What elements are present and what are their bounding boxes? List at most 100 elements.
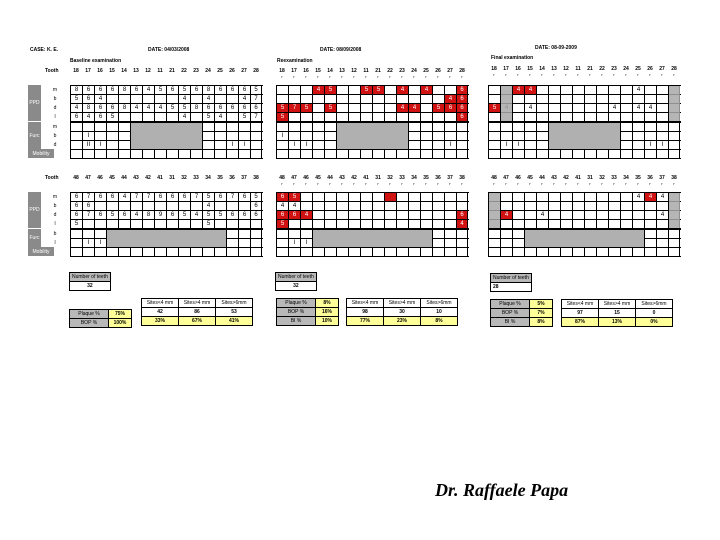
baseline-lower-mobility-cell	[82, 248, 94, 257]
bop-label: BOP %	[276, 307, 316, 317]
reexam-upper-ppd-cell	[420, 104, 432, 113]
reexam-upper-tooth-marker: ⌜	[280, 76, 284, 82]
final-upper-ppd-cell	[572, 95, 584, 104]
reexam-upper-ppd-cell: 4	[408, 104, 420, 113]
final-lower-ppd-cell	[632, 220, 644, 229]
baseline-upper-ppd-cell	[130, 95, 142, 104]
reexam-upper-ppd-cell	[384, 95, 396, 104]
reexam-upper-furc-cell: I	[444, 141, 456, 150]
baseline-upper-ppd-cell: 8	[118, 86, 130, 95]
baseline-lower-ppd-cell: 6	[214, 193, 226, 202]
final-lower-mobility-cell	[548, 248, 560, 257]
final-lower-ppd-cell	[548, 211, 560, 220]
final-lower-tooth-marker: ⌜	[648, 183, 652, 189]
reexam-title: Reexamination	[277, 58, 313, 64]
final-upper-ppd-cell	[536, 113, 548, 122]
reexam-upper-ppd-cell	[444, 113, 456, 122]
baseline-upper-ppd-cell: 4	[94, 95, 106, 104]
baseline-lower-ppd-cell	[178, 202, 190, 211]
final-upper-ppd-cell	[620, 113, 632, 122]
baseline-lower-tooth-number: 38	[253, 175, 259, 181]
baseline-lower-ppd-cell: 6	[250, 202, 262, 211]
reexam-lower-ppd-cell	[396, 202, 408, 211]
baseline-upper-mobility-cell	[118, 150, 130, 159]
final-lower-ppd-cell	[524, 220, 536, 229]
final-upper-furc-cell	[668, 141, 680, 150]
reexam-upper-ppd-cell	[300, 95, 312, 104]
final-upper-ppd-cell	[584, 104, 596, 113]
reexam-upper-mobility-cell	[396, 150, 408, 159]
reexam-upper-furc-cell	[276, 123, 288, 132]
reexam-lower-tooth-number: 45	[315, 175, 321, 181]
final-upper-furc-cell	[488, 132, 500, 141]
baseline-lower-mobility-cell	[214, 248, 226, 257]
baseline-lower-ppd-cell: 6	[250, 211, 262, 220]
final-upper-ppd-cell	[512, 104, 524, 113]
reexam-upper-ppd-cell	[372, 104, 384, 113]
baseline-lower-mobility-cell	[202, 248, 214, 257]
final-lower-tooth-number: 46	[515, 175, 521, 181]
final-lower-tooth-marker: ⌜	[564, 183, 568, 189]
final-lower-mobility-cell	[572, 248, 584, 257]
baseline-upper-furc-cell	[226, 123, 238, 132]
final-lower-furc-shade	[524, 229, 645, 248]
baseline-lower-ppd-cell: 5	[178, 211, 190, 220]
baseline-lower-tooth-number: 47	[85, 175, 91, 181]
final-upper-mobility-cell	[620, 150, 632, 159]
final-upper-furc-cell	[512, 123, 524, 132]
reexam-lower-tooth-number: 32	[387, 175, 393, 181]
baseline-lower-tooth-number: 31	[169, 175, 175, 181]
baseline-upper-furc-cell	[118, 132, 130, 141]
reexam-lower-furc-cell	[300, 230, 312, 239]
final-upper-furc-cell: I	[644, 141, 656, 150]
final-upper-furc-cell	[524, 132, 536, 141]
baseline-upper-ppd-cell	[142, 113, 154, 122]
final-lower-ppd-row-l	[488, 219, 681, 229]
final-lower-furc-cell	[488, 239, 500, 248]
reexam-upper-ppd-cell: 5	[300, 104, 312, 113]
bi-label: BI %	[276, 316, 316, 326]
reexam-lower-ppd-cell	[324, 202, 336, 211]
baseline-lower-mobility-cell	[190, 248, 202, 257]
baseline-lower-tooth-number: 37	[241, 175, 247, 181]
baseline-lower-ppd-cell: 4	[190, 211, 202, 220]
final-lower-tooth-number: 47	[503, 175, 509, 181]
reexam-upper-ppd-cell	[276, 95, 288, 104]
reexam-upper-furc-cell: I	[276, 132, 288, 141]
final-date: DATE: 08-09-2009	[535, 45, 577, 51]
final-upper-tooth-number: 11	[575, 66, 581, 72]
final-lower-mobility-cell	[560, 248, 572, 257]
reexam-lower-ppd-cell	[312, 211, 324, 220]
sites-header: Sites>4 mm	[178, 298, 216, 308]
reexam-lower-tooth-number: 36	[435, 175, 441, 181]
reexam-upper-ppd-cell	[372, 95, 384, 104]
sites-percent: 41%	[215, 316, 253, 326]
baseline-lower-furc-cell: I	[94, 239, 106, 248]
final-upper-furc-cell	[644, 132, 656, 141]
reexam-upper-ppd-cell	[396, 113, 408, 122]
reexam-lower-ppd-cell: 6	[456, 211, 468, 220]
reexam-upper-furc-cell	[300, 123, 312, 132]
final-title: Final examination	[491, 55, 534, 61]
reexam-lower-ppd-cell	[336, 202, 348, 211]
baseline-lower-ppd-cell	[118, 202, 130, 211]
reexam-upper-ppd-cell	[348, 113, 360, 122]
baseline-lower-ppd-cell: 4	[118, 193, 130, 202]
final-lower-mobility-cell	[620, 248, 632, 257]
final-upper-ppd-cell	[656, 113, 668, 122]
baseline-lower-ppd-cell	[214, 220, 226, 229]
baseline-upper-furc-cell	[118, 123, 130, 132]
final-lower-ppd-cell	[620, 220, 632, 229]
final-upper-tooth-number: 16	[515, 66, 521, 72]
reexam-lower-furc-cell	[276, 239, 288, 248]
baseline-upper-ppd-cell: 5	[178, 86, 190, 95]
final-lower-tooth-marker: ⌜	[516, 183, 520, 189]
baseline-lower-ppd-cell: 6	[106, 193, 118, 202]
final-lower-mobility-cell	[608, 248, 620, 257]
reexam-upper-mobility-cell	[444, 150, 456, 159]
plaque-label: Plaque %	[490, 299, 530, 309]
final-lower-tooth-marker: ⌜	[636, 183, 640, 189]
bop-label: BOP %	[490, 308, 530, 318]
